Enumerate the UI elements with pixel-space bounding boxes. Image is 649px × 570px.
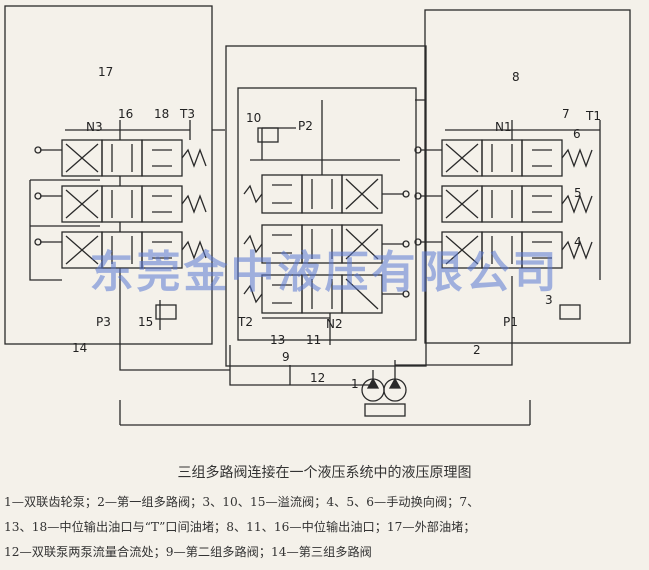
label-4: 4 xyxy=(574,235,582,249)
label-9: 9 xyxy=(282,350,290,364)
label-p2: P2 xyxy=(298,119,313,133)
label-14: 14 xyxy=(72,341,87,355)
frame-middle-group xyxy=(225,45,427,367)
double-gear-pump xyxy=(361,360,407,417)
label-17: 17 xyxy=(98,65,113,79)
label-10: 10 xyxy=(246,111,261,125)
label-16: 16 xyxy=(118,107,133,121)
label-t3: T3 xyxy=(179,107,195,121)
right-valve-stack xyxy=(414,120,601,330)
label-15: 15 xyxy=(138,315,153,329)
label-12: 12 xyxy=(310,371,325,385)
label-7: 7 xyxy=(562,107,570,121)
figure-legend: 1—双联齿轮泵；2—第一组多路阀；3、10、15—溢流阀；4、5、6—手动换向阀… xyxy=(4,490,646,565)
company-watermark: 东莞金中液压有限公司 xyxy=(89,247,560,298)
label-n3: N3 xyxy=(86,120,103,134)
label-5: 5 xyxy=(574,186,582,200)
label-1: 1 xyxy=(351,377,359,391)
label-6: 6 xyxy=(573,127,581,141)
legend-line: 13、18—中位输出油口与“T”口间油堵；8、11、16—中位输出油口；17—外… xyxy=(4,520,476,534)
figure-title: 三组多路阀连接在一个液压系统中的液压原理图 xyxy=(177,465,472,481)
hydraulic-schematic: N3 16 18 T3 17 P3 15 14 10 P2 T2 13 N2 1… xyxy=(4,5,631,426)
label-18: 18 xyxy=(154,107,169,121)
frame-right-group xyxy=(424,9,631,344)
legend-line: 1—双联齿轮泵；2—第一组多路阀；3、10、15—溢流阀；4、5、6—手动换向阀… xyxy=(4,495,480,509)
label-2: 2 xyxy=(473,343,481,357)
label-t2: T2 xyxy=(237,315,253,329)
label-n1: N1 xyxy=(495,120,512,134)
frame-left-group xyxy=(4,5,213,345)
label-p1: P1 xyxy=(503,315,518,329)
label-8: 8 xyxy=(512,70,520,84)
label-n2: N2 xyxy=(326,317,343,331)
label-11: 11 xyxy=(306,333,321,347)
label-13: 13 xyxy=(270,333,285,347)
label-t1: T1 xyxy=(585,109,601,123)
label-p3: P3 xyxy=(96,315,111,329)
left-valve-stack xyxy=(29,120,207,330)
legend-line: 12—双联泵两泵流量合流处；9—第二组多路阀；14—第三组多路阀 xyxy=(4,545,372,559)
middle-valve-stack xyxy=(243,100,410,345)
label-3: 3 xyxy=(545,293,553,307)
